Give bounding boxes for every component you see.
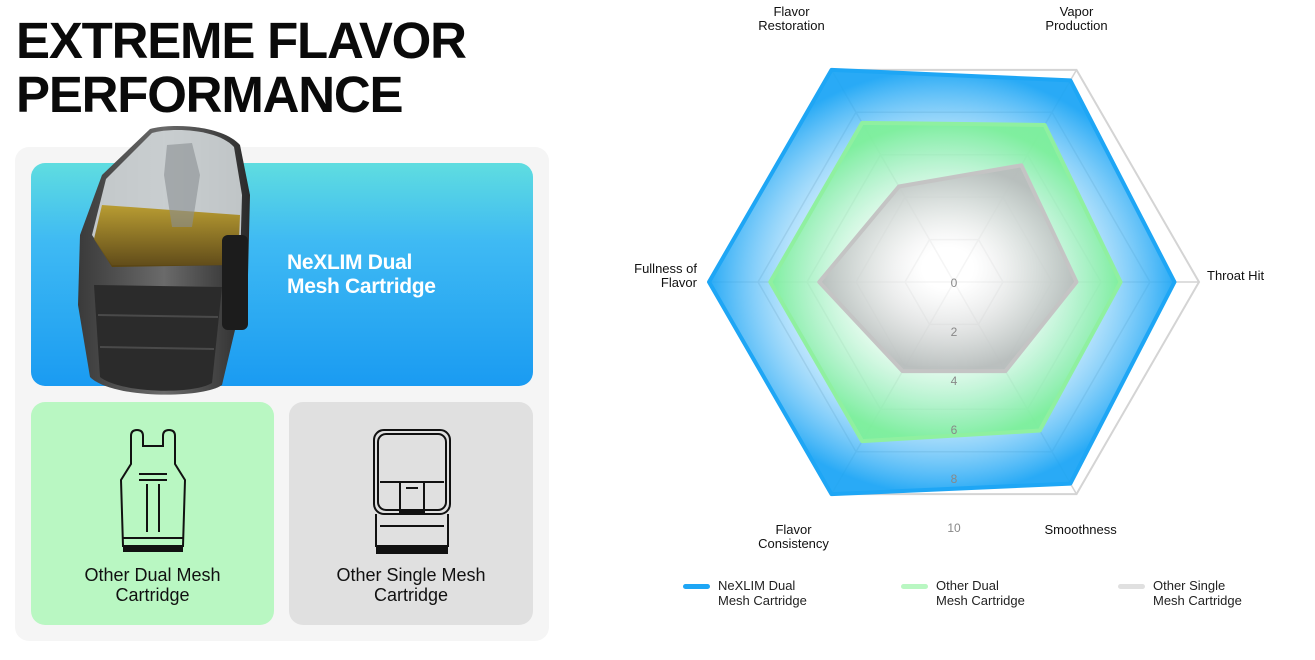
tick-label-6: 6 xyxy=(951,423,958,437)
other-single-mesh-card: Other Single Mesh Cartridge xyxy=(289,402,533,625)
legend-item-other-single: Other Single Mesh Cartridge xyxy=(1118,578,1242,608)
legend-label-other-dual: Other Dual Mesh Cartridge xyxy=(936,578,1025,608)
axis-label-2: Throat Hit xyxy=(1207,268,1264,283)
other-single-mesh-label: Other Single Mesh Cartridge xyxy=(336,565,486,605)
tick-label-0: 0 xyxy=(951,276,958,290)
tick-label-4: 4 xyxy=(951,374,958,388)
tick-label-2: 2 xyxy=(951,325,958,339)
series-area-2 xyxy=(817,163,1079,374)
legend-swatch-other-dual xyxy=(901,584,928,589)
tick-label-8: 8 xyxy=(951,472,958,486)
legend-item-nexlim: NeXLIM Dual Mesh Cartridge xyxy=(683,578,807,608)
legend-swatch-nexlim xyxy=(683,584,710,589)
page-title: EXTREME FLAVOR PERFORMANCE xyxy=(16,12,467,123)
single-mesh-cartridge-icon xyxy=(373,429,451,554)
tick-label-10: 10 xyxy=(947,521,961,535)
dual-mesh-cartridge-icon xyxy=(119,428,187,552)
legend-item-other-dual: Other Dual Mesh Cartridge xyxy=(901,578,1025,608)
legend-swatch-other-single xyxy=(1118,584,1145,589)
other-dual-mesh-label: Other Dual Mesh Cartridge xyxy=(84,565,221,605)
legend-label-other-single: Other Single Mesh Cartridge xyxy=(1153,578,1242,608)
legend-label-nexlim: NeXLIM Dual Mesh Cartridge xyxy=(718,578,807,608)
nexlim-cartridge-label: NeXLIM Dual Mesh Cartridge xyxy=(287,251,436,298)
axis-label-3: Smoothness xyxy=(1045,522,1118,537)
nexlim-cartridge-image xyxy=(78,126,250,395)
other-dual-mesh-card: Other Dual Mesh Cartridge xyxy=(31,402,274,625)
